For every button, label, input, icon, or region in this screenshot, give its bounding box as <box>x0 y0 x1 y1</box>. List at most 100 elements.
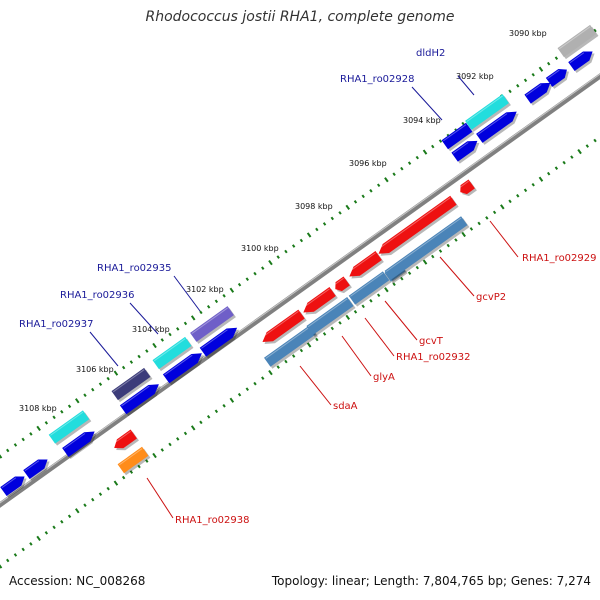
minor-tick-mark <box>330 216 334 221</box>
gene-feature-body <box>48 410 90 444</box>
gene-feature-dldH2[interactable] <box>465 94 511 132</box>
gene-feature-ro02936[interactable] <box>152 336 194 372</box>
cds-feature-reverse[interactable] <box>347 251 384 279</box>
gene-feature-body <box>557 24 597 58</box>
minor-tick-mark <box>261 376 265 380</box>
minor-tick-mark <box>477 221 481 226</box>
minor-tick-mark <box>376 183 381 188</box>
gene-label-bottom[interactable]: sdaA <box>333 401 358 412</box>
gene-feature-sdaA[interactable] <box>264 325 318 369</box>
gene-feature[interactable] <box>48 410 92 446</box>
cds-feature[interactable] <box>199 327 240 359</box>
cds-feature[interactable] <box>545 68 569 89</box>
gene-label-bottom[interactable]: RHA1_ro02929 <box>522 253 597 264</box>
minor-tick-mark <box>13 553 18 557</box>
minor-tick-mark <box>330 326 334 331</box>
top-label-leader <box>89 331 119 367</box>
cds-feature[interactable] <box>451 140 480 164</box>
cds-feature-highlight <box>1 477 17 489</box>
major-tick-mark <box>268 369 273 376</box>
major-tick-mark <box>229 397 235 403</box>
coordinate-tick-label: 3094 kbp <box>403 116 441 125</box>
major-tick-mark <box>190 425 196 431</box>
minor-tick-mark <box>407 161 412 165</box>
cds-feature-reverse[interactable] <box>112 429 139 451</box>
minor-tick-mark <box>431 144 435 149</box>
genome-stats-text: Topology: linear; Length: 7,804,765 bp; … <box>271 574 591 588</box>
gene-feature-ro02935[interactable] <box>190 306 236 344</box>
major-tick-mark <box>306 342 312 348</box>
gene-label-bottom[interactable]: glyA <box>373 372 395 383</box>
gene-feature-glyA[interactable] <box>306 296 356 338</box>
gene-label-bottom[interactable]: gcvP2 <box>476 292 506 303</box>
top-label-leader <box>173 275 201 312</box>
minor-tick-mark <box>400 276 404 281</box>
major-tick-mark <box>500 204 505 210</box>
gene-label-top[interactable]: dldH2 <box>416 48 445 59</box>
gene-label-bottom[interactable]: RHA1_ro02932 <box>396 352 471 363</box>
cds-feature[interactable] <box>119 384 161 417</box>
minor-tick-mark <box>315 227 319 232</box>
minor-tick-mark <box>199 310 203 315</box>
cds-feature-highlight <box>452 142 469 154</box>
minor-tick-mark <box>176 437 180 441</box>
major-tick-mark <box>384 177 389 183</box>
gene-feature-ro02928[interactable] <box>441 122 475 152</box>
cds-feature-body <box>524 82 551 104</box>
cds-feature-reverse[interactable] <box>333 276 352 294</box>
cds-feature[interactable] <box>0 476 27 499</box>
gene-feature-glyA-body <box>306 296 354 336</box>
gene-feature-ro02937[interactable] <box>111 367 153 403</box>
cds-feature-reverse[interactable] <box>376 195 459 256</box>
cds-feature-reverse[interactable] <box>301 287 338 315</box>
accession-text: Accession: NC_008268 <box>9 574 146 588</box>
cds-feature-reverse[interactable] <box>458 179 477 197</box>
minor-tick-mark <box>145 459 149 463</box>
gene-label-bottom[interactable]: gcvT <box>419 336 444 347</box>
cds-feature-body <box>451 140 478 162</box>
cds-feature-highlight <box>121 385 150 407</box>
cds-feature-highlight <box>547 69 560 79</box>
minor-tick-mark <box>284 249 288 254</box>
gene-feature[interactable] <box>557 24 599 60</box>
cds-feature[interactable] <box>62 431 97 459</box>
coordinate-tick-label: 3106 kbp <box>76 365 114 374</box>
gene-label-bottom[interactable]: RHA1_ro02938 <box>175 515 250 526</box>
minor-tick-mark <box>554 56 559 60</box>
major-tick-mark <box>0 564 3 569</box>
gene-label-top[interactable]: RHA1_ro02928 <box>340 74 415 85</box>
gene-feature-RHA1_ro02932[interactable] <box>348 271 392 307</box>
gene-feature-gcvP2[interactable] <box>384 216 470 282</box>
minor-tick-mark <box>121 475 126 480</box>
cds-feature[interactable] <box>476 111 519 145</box>
minor-tick-mark <box>508 199 512 204</box>
cds-feature-body <box>545 68 567 87</box>
gene-label-top[interactable]: RHA1_ro02937 <box>19 319 94 330</box>
cds-feature-body <box>0 476 25 497</box>
gene-feature-sdaA-body <box>264 325 316 367</box>
minor-tick-mark <box>276 255 280 259</box>
cds-feature-reverse[interactable] <box>260 309 307 344</box>
minor-tick-mark <box>338 321 342 325</box>
minor-tick-mark <box>137 354 141 359</box>
major-tick-mark <box>75 508 80 514</box>
cds-feature[interactable] <box>23 459 50 482</box>
major-tick-mark <box>422 259 428 265</box>
gene-feature-sdaA-highlight <box>265 326 310 359</box>
cds-feature[interactable] <box>162 353 204 386</box>
major-tick-mark <box>113 480 119 486</box>
coordinate-tick-label: 3096 kbp <box>349 159 387 168</box>
minor-tick-mark <box>60 409 64 414</box>
bottom-label-leader <box>364 317 395 357</box>
cds-feature-reverse-highlight <box>112 430 131 445</box>
gene-label-top[interactable]: RHA1_ro02936 <box>60 290 135 301</box>
gene-feature-RHA1_ro02932-body <box>348 271 390 305</box>
cds-feature[interactable] <box>524 82 553 106</box>
cds-feature-reverse-highlight <box>260 310 299 339</box>
cds-feature[interactable] <box>568 51 595 74</box>
minor-tick-mark <box>245 387 249 391</box>
gene-label-top[interactable]: RHA1_ro02935 <box>97 263 172 274</box>
gene-feature-ro02938[interactable] <box>117 446 151 476</box>
major-tick-mark <box>152 452 157 459</box>
minor-tick-mark <box>516 193 520 198</box>
